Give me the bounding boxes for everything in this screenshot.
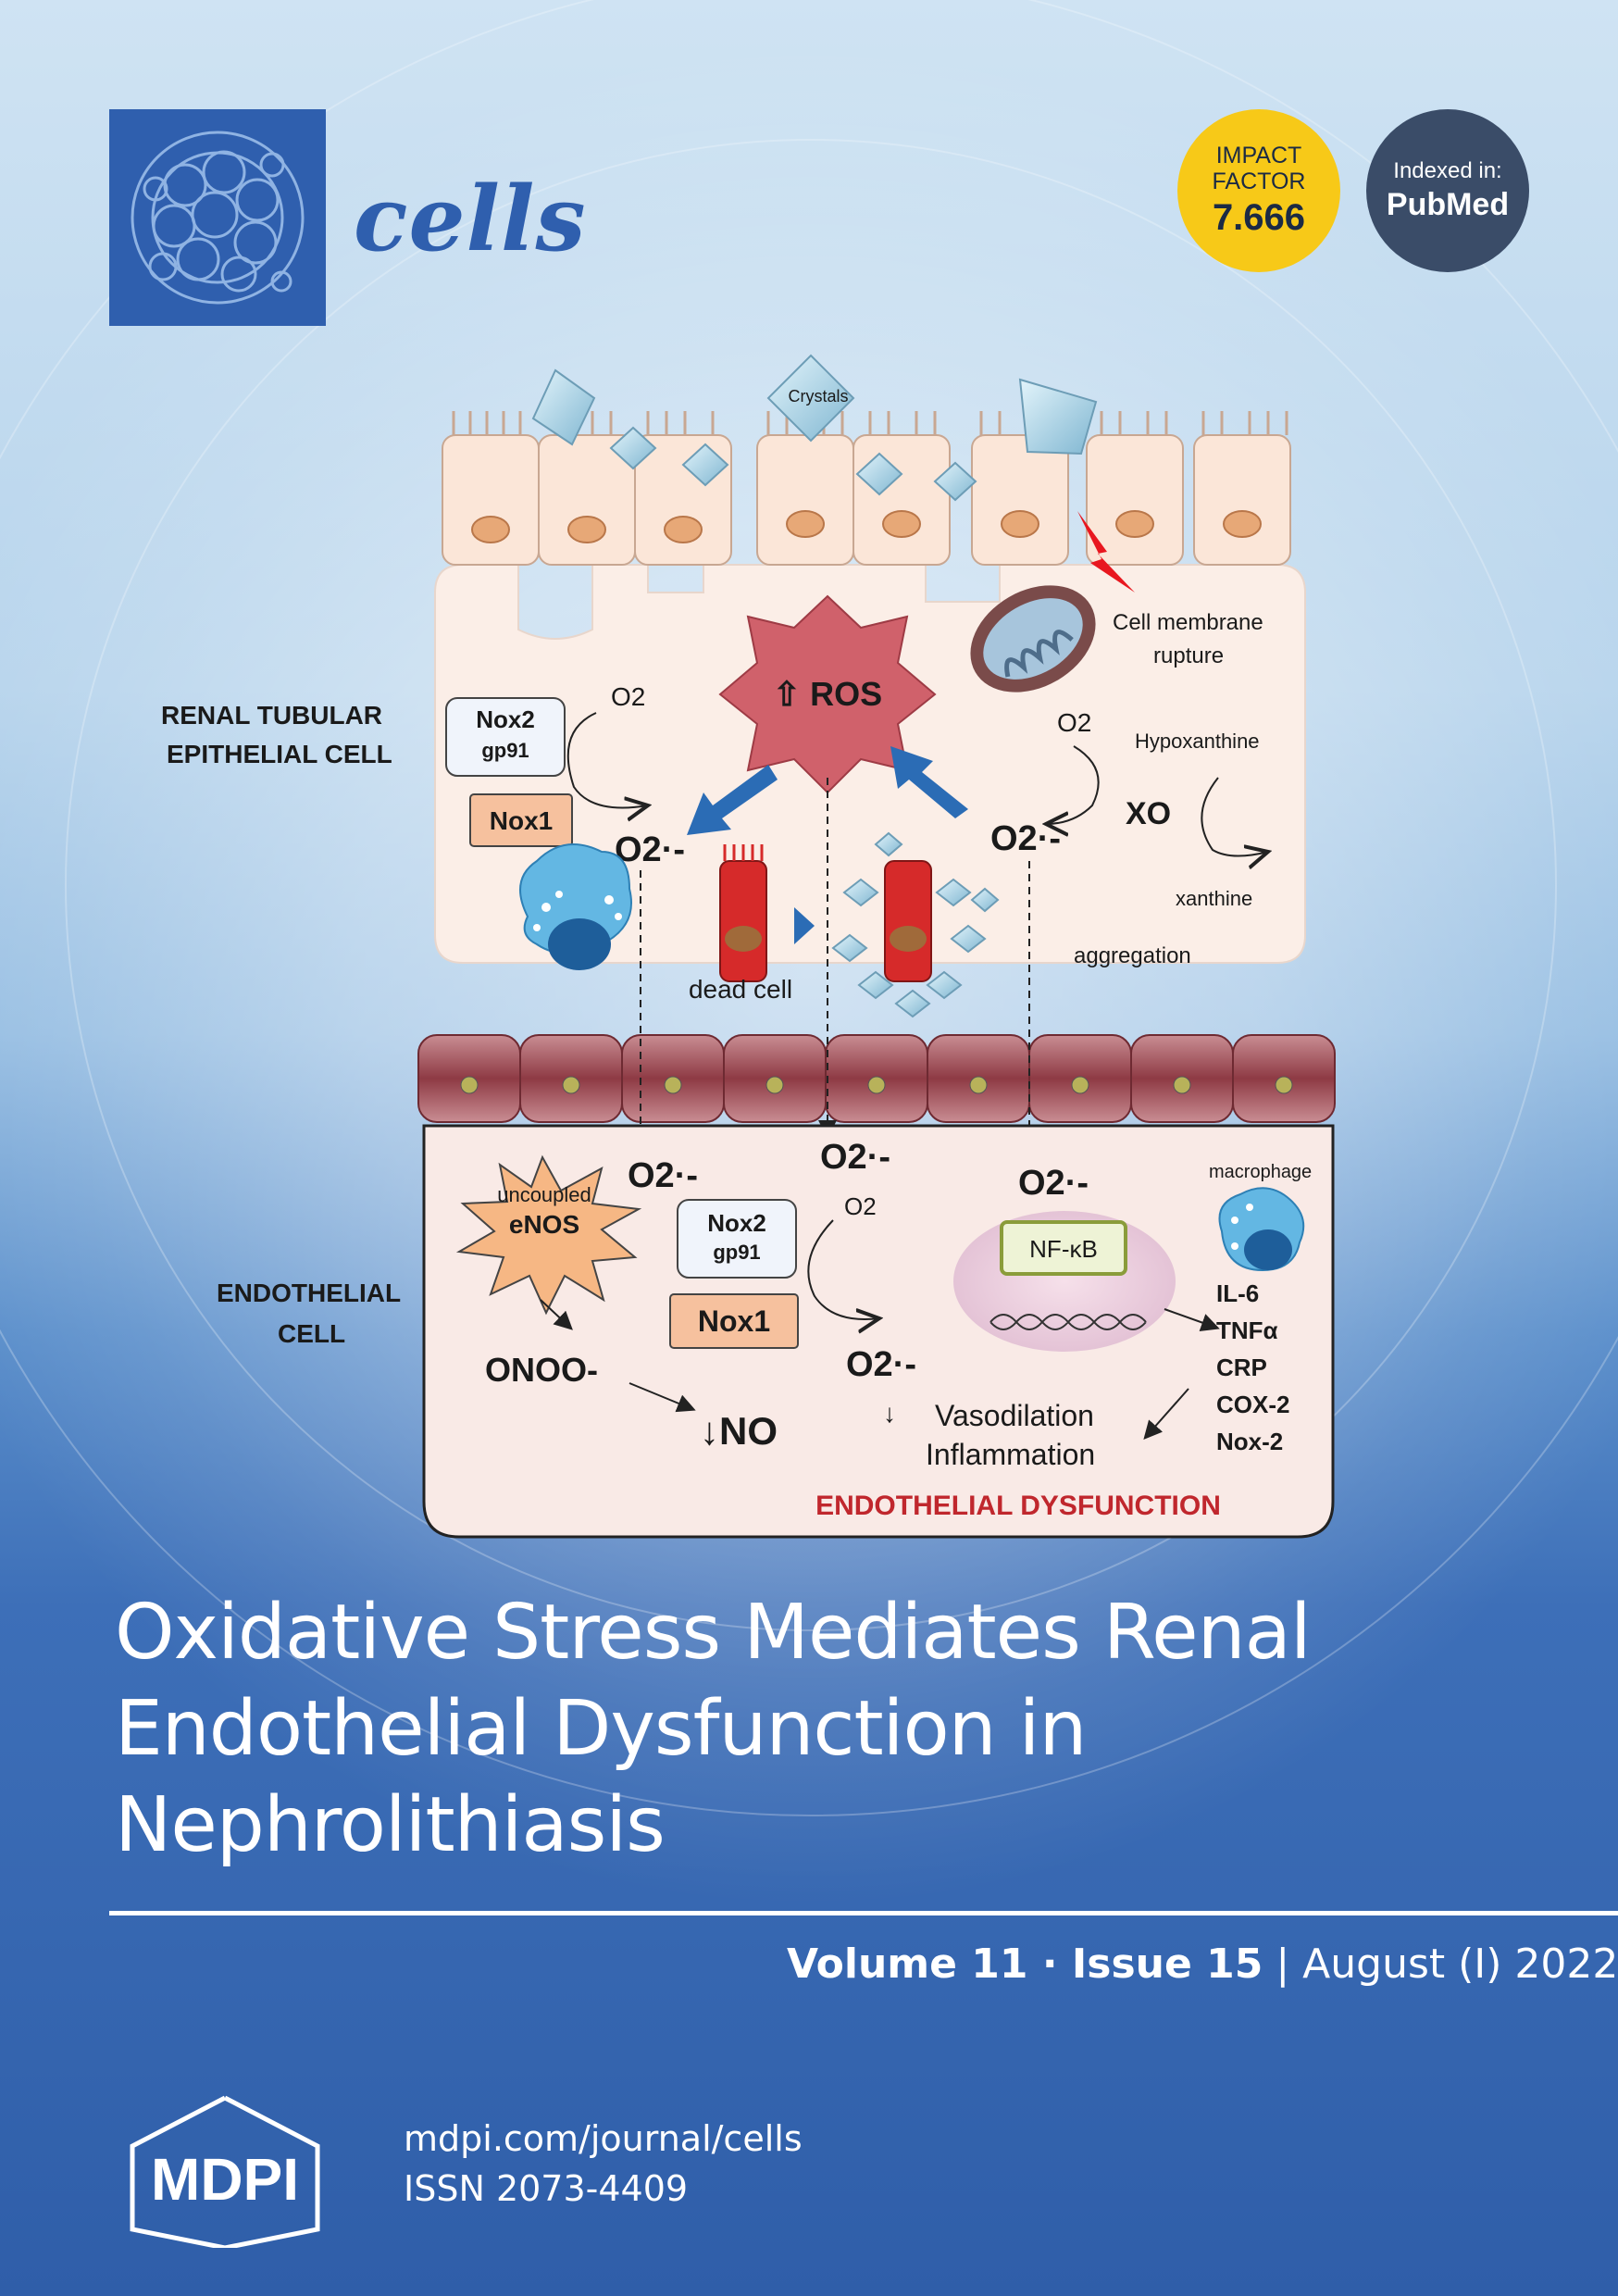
tubular-panel: Crystals Cell membrane rupture ⇧ ROS REN… <box>161 354 1306 1018</box>
cytokine-label: CRP <box>1216 1354 1267 1381</box>
enos-label: eNOS <box>509 1210 579 1239</box>
onoo-label: ONOO- <box>485 1351 598 1389</box>
issn: ISSN 2073-4409 <box>404 2168 689 2209</box>
pubmed-badge: Indexed in: PubMed <box>1366 109 1529 272</box>
uncoupled-label: uncoupled <box>497 1183 591 1206</box>
indexed-label: Indexed in: <box>1393 158 1502 183</box>
gp91-label: gp91 <box>481 739 529 762</box>
cytokine-label: COX-2 <box>1216 1391 1289 1418</box>
oxygen-label: O2 <box>1057 708 1091 737</box>
mdpi-logo-text: MDPI <box>151 2146 299 2213</box>
nox2-label: Nox2 <box>707 1209 766 1237</box>
endothelial-label: CELL <box>278 1319 345 1348</box>
background-ring <box>0 0 1618 1816</box>
renal-label: EPITHELIAL CELL <box>167 740 392 768</box>
issue-date: | August (I) 2022 <box>1263 1940 1618 1988</box>
superoxide-label: O2·- <box>820 1138 890 1177</box>
impact-factor-badge: IMPACT FACTOR 7.666 <box>1177 109 1340 272</box>
endothelial-panel: ENDOTHELIAL CELL uncoupled eNOS ONOO- ↓N… <box>217 1124 1335 1539</box>
article-title: Oxidative Stress Mediates Renal Endothel… <box>115 1585 1559 1874</box>
superoxide-label: O2·- <box>846 1345 916 1384</box>
blue-arrow-icon <box>687 765 778 835</box>
nox2-box <box>677 1199 797 1279</box>
blue-arrow-icon <box>890 746 968 818</box>
hexagon-outline <box>130 2095 227 2248</box>
nox2-label: Nox2 <box>476 705 535 733</box>
renal-label: RENAL TUBULAR <box>161 701 382 730</box>
hexagon-outline <box>223 2095 320 2248</box>
superoxide-label: O2·- <box>615 830 685 869</box>
enos-burst <box>455 1154 642 1316</box>
aggregation-label: aggregation <box>1074 943 1191 968</box>
superoxide-label: O2·- <box>990 819 1061 858</box>
issue-separator: · <box>1027 1940 1072 1988</box>
vasodilation-label: Vasodilation <box>935 1399 1094 1432</box>
no-label: ↓NO <box>700 1409 778 1453</box>
dead-cell-icon <box>719 844 767 982</box>
down-arrow: ↓ <box>883 1399 896 1428</box>
crystals-icon <box>531 354 1098 502</box>
cell-cluster-icon <box>131 131 305 305</box>
macrophage-icon <box>1218 1187 1305 1272</box>
inflammation-label: Inflammation <box>926 1438 1095 1471</box>
aggregated-dead-cell-icon <box>831 831 1000 1018</box>
issue-number: Issue 15 <box>1071 1940 1263 1988</box>
mitochondrion-icon <box>970 585 1096 693</box>
endothelial-layer <box>417 1034 1336 1123</box>
rupture-label: Cell membrane <box>1113 610 1263 635</box>
divider <box>109 1911 1618 1915</box>
diffusion-arrows <box>631 778 1039 1157</box>
lightning-icon <box>1077 511 1135 593</box>
dead-cell-label: dead cell <box>689 975 792 1004</box>
dysfunction-label: ENDOTHELIAL DYSFUNCTION <box>815 1491 1221 1521</box>
reaction-arrow <box>807 1219 879 1319</box>
volume: Volume 11 <box>787 1940 1028 1988</box>
mdpi-logo: MDPI <box>130 2095 320 2248</box>
title-line: Oxidative Stress Mediates Renal <box>115 1589 1312 1677</box>
journal-url[interactable]: mdpi.com/journal/cells <box>404 2118 803 2159</box>
nox1-box <box>469 793 573 847</box>
journal-logo <box>109 109 326 326</box>
gp91-label: gp91 <box>713 1241 760 1264</box>
xo-label: XO <box>1126 796 1171 831</box>
issue-info: Volume 11 · Issue 15 | August (I) 2022 <box>787 1940 1618 1988</box>
rupture-label: rupture <box>1153 643 1224 668</box>
cytokine-label: Nox-2 <box>1216 1428 1283 1455</box>
oxygen-label: O2 <box>611 682 645 711</box>
indexed-value: PubMed <box>1386 187 1510 222</box>
epithelial-cells <box>442 411 1291 566</box>
nfkb-box <box>1000 1220 1127 1276</box>
cytokine-label: IL-6 <box>1216 1279 1259 1307</box>
title-line: Nephrolithiasis <box>115 1781 666 1869</box>
crystals-label: Crystals <box>788 387 848 406</box>
hypoxanthine-label: Hypoxanthine <box>1135 730 1260 753</box>
impact-label: FACTOR <box>1212 168 1306 194</box>
nfkb-label: NF-κB <box>1029 1235 1098 1263</box>
nox1-box <box>669 1293 799 1349</box>
figure-diagram: Crystals Cell membrane rupture ⇧ ROS REN… <box>161 354 1336 1539</box>
cytokine-label: TNFα <box>1216 1316 1278 1344</box>
dna-icon <box>989 1314 1147 1330</box>
reaction-arrow <box>1046 745 1100 824</box>
macrophage-label: macrophage <box>1209 1162 1312 1182</box>
endothelial-label: ENDOTHELIAL <box>217 1279 401 1307</box>
nox1-label: Nox1 <box>490 806 553 835</box>
journal-name: cells <box>354 167 587 271</box>
ros-star: ⇧ ROS <box>718 594 937 794</box>
superoxide-label: O2·- <box>628 1156 698 1195</box>
reaction-arrow <box>1201 777 1268 856</box>
superoxide-label: O2·- <box>1018 1164 1089 1203</box>
nox2-box <box>445 697 566 777</box>
xanthine-label: xanthine <box>1176 887 1252 910</box>
impact-label: IMPACT <box>1215 143 1302 168</box>
nox1-label: Nox1 <box>698 1304 770 1338</box>
reaction-arrow <box>566 712 648 808</box>
ros-label: ⇧ ROS <box>773 675 882 713</box>
oxygen-label: O2 <box>844 1192 877 1220</box>
title-line: Endothelial Dysfunction in <box>115 1685 1087 1773</box>
impact-value: 7.666 <box>1212 197 1306 238</box>
blue-arrow-icon <box>794 907 815 944</box>
macrophage-icon <box>519 843 632 970</box>
